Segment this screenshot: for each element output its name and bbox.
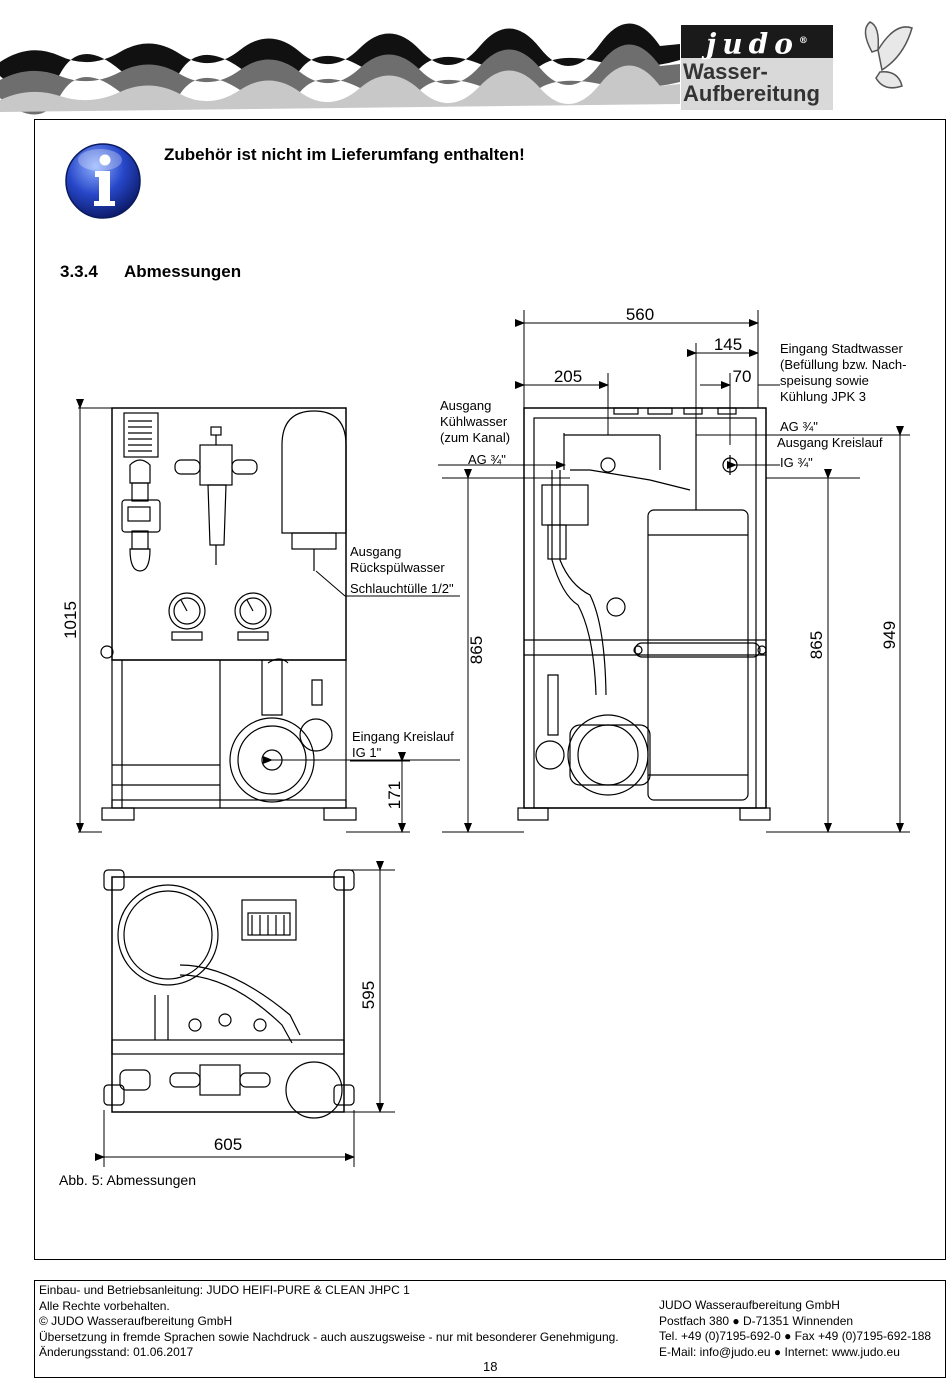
footer-right-block: JUDO Wasseraufbereitung GmbH Postfach 38… bbox=[659, 1298, 931, 1360]
dim-171: 171 bbox=[385, 781, 404, 809]
dim-1015: 1015 bbox=[61, 601, 80, 639]
dim-595: 595 bbox=[359, 981, 378, 1009]
label-eingang-stadt-4: Kühlung JPK 3 bbox=[780, 389, 866, 404]
footer-line: Einbau- und Betriebsanleitung: JUDO HEIF… bbox=[39, 1283, 410, 1297]
logo-tagline: Wasser- Aufbereitung bbox=[683, 59, 820, 106]
label-ausgang-kuehl-2: Kühlwasser bbox=[440, 414, 508, 429]
info-note: Zubehör ist nicht im Lieferumfang enthal… bbox=[164, 145, 525, 164]
label-eingang-kreis-1: Eingang Kreislauf bbox=[352, 729, 454, 744]
page-footer: Einbau- und Betriebsanleitung: JUDO HEIF… bbox=[34, 1280, 946, 1378]
footer-line: © JUDO Wasseraufbereitung GmbH bbox=[39, 1314, 233, 1328]
figure-caption: Abb. 5: Abmessungen bbox=[59, 1172, 196, 1188]
footer-contact-line: Tel. +49 (0)7195-692-0 ● Fax +49 (0)7195… bbox=[659, 1329, 932, 1343]
label-eingang-kreis-2: IG 1" bbox=[352, 745, 382, 760]
dim-70: 70 bbox=[733, 367, 752, 386]
label-ausgang-rueck-2: Rückspülwasser bbox=[350, 560, 445, 575]
info-icon bbox=[65, 143, 141, 219]
dim-205: 205 bbox=[554, 367, 582, 386]
label-ausgang-kuehl-1: Ausgang bbox=[440, 398, 491, 413]
label-eingang-stadt-2: (Befüllung bzw. Nach- bbox=[780, 357, 906, 372]
label-ag-right: AG ¾" bbox=[780, 419, 818, 434]
label-ausgang-kuehl-3: (zum Kanal) bbox=[440, 430, 510, 445]
footer-line: Alle Rechte vorbehalten. bbox=[39, 1298, 170, 1313]
label-ausgang-rueck-1: Ausgang bbox=[350, 544, 401, 559]
footer-contact-line: Postfach 380 ● D-71351 Winnenden bbox=[659, 1313, 854, 1328]
label-ig-right: IG ¾" bbox=[780, 455, 813, 470]
footer-contact-line: E-Mail: info@judo.eu ● Internet: www.jud… bbox=[659, 1344, 900, 1359]
footer-line: Änderungsstand: 01.06.2017 bbox=[39, 1345, 194, 1359]
footer-line: Übersetzung in fremde Sprachen sowie Nac… bbox=[39, 1329, 619, 1344]
dim-865-right: 865 bbox=[807, 631, 826, 659]
page-number: 18 bbox=[483, 1359, 498, 1374]
dim-605: 605 bbox=[214, 1135, 242, 1154]
dim-865-left: 865 bbox=[467, 636, 486, 664]
label-schlauch: Schlauchtülle 1/2" bbox=[350, 581, 454, 596]
footer-left-block: Einbau- und Betriebsanleitung: JUDO HEIF… bbox=[39, 1283, 619, 1361]
logo-brand: judo® bbox=[681, 25, 833, 60]
judo-logo: judo® Wasser- Aufbereitung bbox=[681, 25, 833, 110]
section-number: 3.3.4 bbox=[60, 262, 98, 281]
dim-949: 949 bbox=[880, 621, 899, 649]
dim-560: 560 bbox=[626, 305, 654, 324]
content-frame bbox=[34, 119, 946, 1260]
section-title: Abmessungen bbox=[124, 262, 242, 281]
label-ausgang-kreis: Ausgang Kreislauf bbox=[777, 435, 883, 450]
label-eingang-stadt-1: Eingang Stadtwasser bbox=[780, 341, 904, 356]
label-eingang-stadt-3: speisung sowie bbox=[780, 373, 869, 388]
label-ag-left: AG ¾" bbox=[468, 452, 506, 467]
dim-145: 145 bbox=[714, 335, 742, 354]
dimension-drawing: 1015 865 171 560 145 205 70 865 949 595 … bbox=[61, 305, 910, 1167]
footer-contact-line: JUDO Wasseraufbereitung GmbH bbox=[659, 1298, 840, 1312]
header-wave-banner bbox=[0, 21, 913, 115]
butterfly-icon bbox=[864, 21, 913, 89]
